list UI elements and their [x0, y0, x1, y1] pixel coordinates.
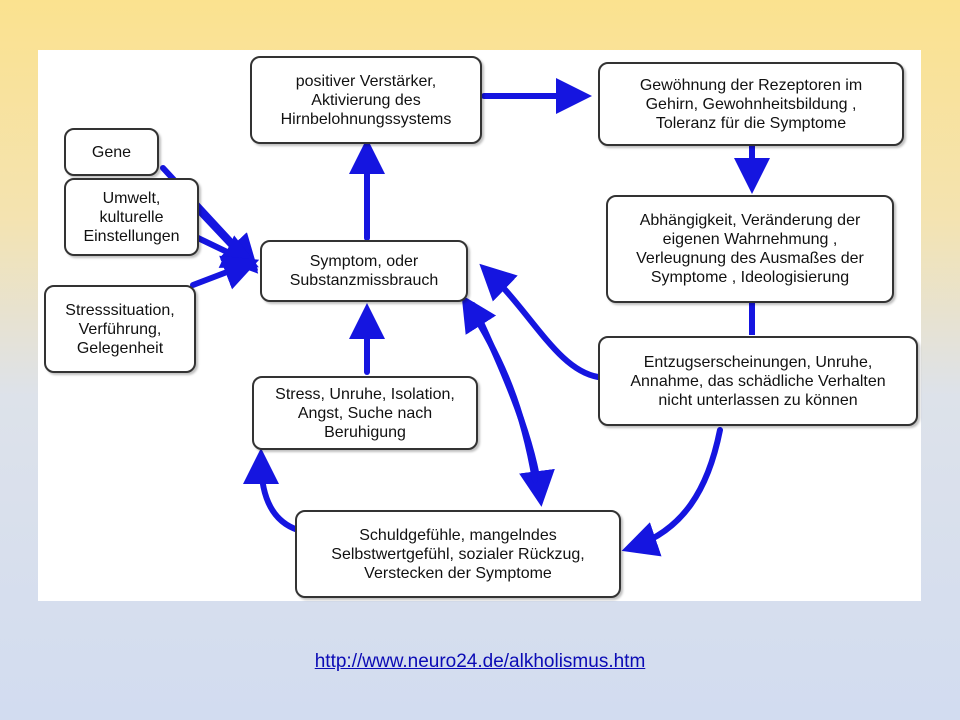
node-gene: Gene	[64, 128, 159, 176]
arrow-schuld-to-stressunruhe	[243, 448, 301, 533]
arrow-schuld-to-symptom	[461, 294, 538, 483]
node-gewoehnung: Gewöhnung der Rezeptoren im Gehirn, Gewo…	[598, 62, 904, 146]
node-umwelt-text: Umwelt, kulturelle Einstellungen	[83, 189, 180, 245]
node-schuldgefuehle: Schuldgefühle, mangelndes Selbstwertgefü…	[295, 510, 621, 598]
node-entzug: Entzugserscheinungen, Unruhe, Annahme, d…	[598, 336, 918, 426]
arrows-layer	[160, 78, 770, 557]
arrow-entzug-to-symptom	[479, 263, 601, 380]
node-entzug-text: Entzugserscheinungen, Unruhe, Annahme, d…	[630, 353, 886, 409]
node-symptom-text: Symptom, oder Substanzmissbrauch	[289, 253, 439, 289]
node-stress-unruhe: Stress, Unruhe, Isolation, Angst, Suche …	[252, 376, 478, 450]
node-umwelt: Umwelt, kulturelle Einstellungen	[64, 178, 199, 256]
node-stresssituation: Stresssituation, Verführung, Gelegenheit	[44, 285, 196, 373]
node-stress-unruhe-text: Stress, Unruhe, Isolation, Angst, Suche …	[275, 385, 455, 441]
cycle-diagram: Gene Umwelt, kulturelle Einstellungen St…	[38, 50, 921, 601]
node-positiver-verstaerker-text: positiver Verstärker, Aktivierung des Hi…	[280, 72, 452, 128]
node-gewoehnung-text: Gewöhnung der Rezeptoren im Gehirn, Gewo…	[639, 76, 863, 132]
node-gene-text: Gene	[91, 143, 132, 161]
node-symptom: Symptom, oder Substanzmissbrauch	[260, 240, 468, 302]
node-abhaengigkeit: Abhängigkeit, Veränderung der eigenen Wa…	[606, 195, 894, 303]
node-positiver-verstaerker: positiver Verstärker, Aktivierung des Hi…	[250, 56, 482, 144]
node-schuldgefuehle-text: Schuldgefühle, mangelndes Selbstwertgefü…	[331, 526, 585, 582]
arrow-entzug-to-schuldgefuehle	[621, 427, 723, 557]
arrow-stress-to-symptom	[190, 255, 260, 290]
source-link[interactable]: http://www.neuro24.de/alkholismus.htm	[314, 651, 646, 672]
node-stresssituation-text: Stresssituation, Verführung, Gelegenheit	[65, 301, 175, 357]
node-abhaengigkeit-text: Abhängigkeit, Veränderung der eigenen Wa…	[636, 212, 864, 286]
